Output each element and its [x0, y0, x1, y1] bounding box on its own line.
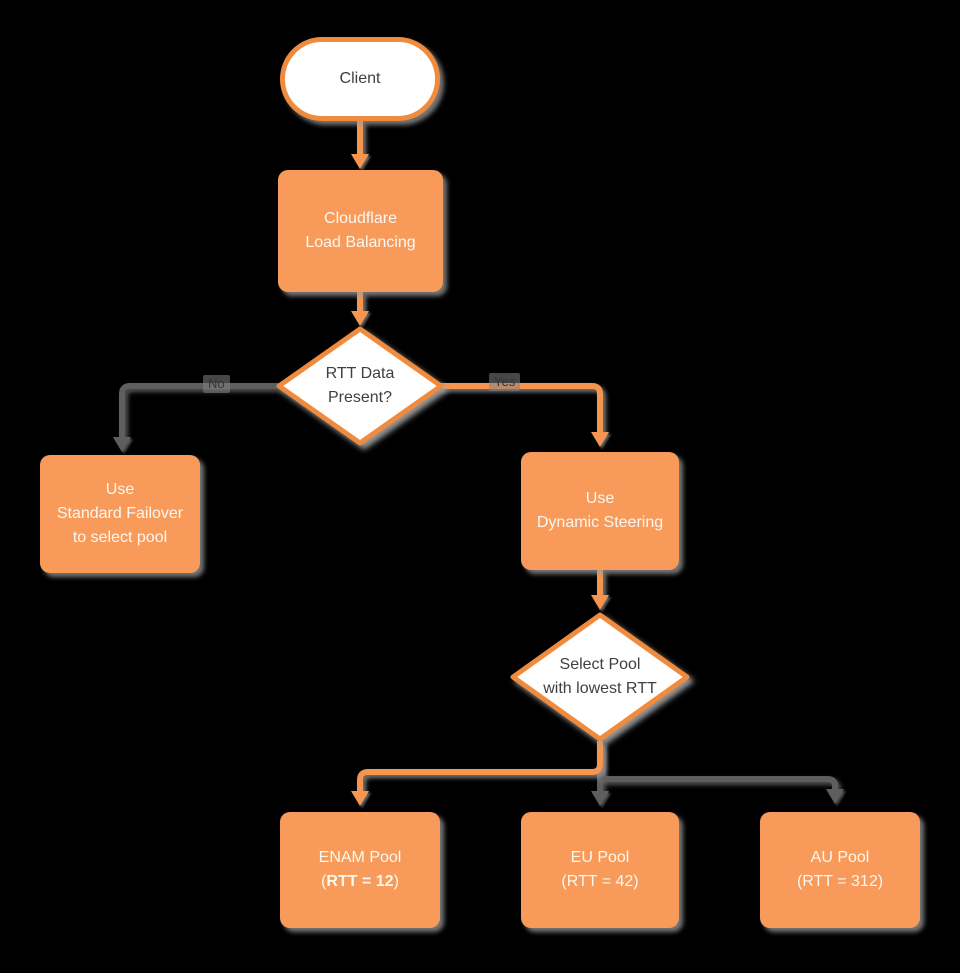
edge-rtt-yes-arrowhead-icon — [591, 432, 609, 447]
dynamic-steering-line2: Dynamic Steering — [536, 514, 664, 531]
enam-pool-rtt-value: RTT = 12 — [326, 873, 394, 890]
select-pool-diamond — [510, 612, 690, 742]
au-pool-node: AU Pool (RTT = 312) — [760, 812, 920, 928]
edge-select-pool-to-eu-pool-arrowhead-icon — [591, 791, 609, 806]
client-node: Client — [280, 37, 440, 121]
edge-client-to-loadbalancing-arrowhead-icon — [351, 154, 369, 169]
standard-failover-line1: Use — [105, 481, 135, 498]
edge-loadbalancing-to-rtt-decision-arrowhead-icon — [351, 311, 369, 326]
edge-rtt-yes-to-dynamic-steering — [436, 383, 603, 434]
standard-failover-line2: Standard Failover — [56, 505, 184, 522]
rtt-decision-diamond — [276, 326, 444, 446]
edge-label-yes: Yes — [489, 373, 521, 391]
eu-pool-line1: EU Pool — [570, 849, 630, 866]
enam-pool-line2: (RTT = 12) — [321, 873, 399, 890]
edge-label-no: No — [203, 375, 230, 393]
edge-select-pool-to-enam-pool — [357, 741, 603, 793]
au-pool-line2: (RTT = 312) — [796, 873, 884, 890]
standard-failover-line3: to select pool — [72, 529, 168, 546]
load-balancing-line1: Cloudflare — [324, 210, 397, 227]
edge-select-pool-to-enam-pool-arrowhead-icon — [351, 791, 369, 806]
dynamic-steering-node: Use Dynamic Steering — [521, 452, 679, 570]
enam-pool-line1: ENAM Pool — [318, 849, 402, 866]
load-balancing-node: Cloudflare Load Balancing — [278, 170, 443, 292]
client-label: Client — [339, 70, 381, 87]
edge-select-pool-to-au-pool-arrowhead-icon — [826, 789, 844, 804]
edge-rtt-no-arrowhead-icon — [113, 437, 131, 452]
eu-pool-line2: (RTT = 42) — [561, 873, 639, 890]
au-pool-line1: AU Pool — [810, 849, 870, 866]
dynamic-steering-line1: Use — [585, 490, 615, 507]
edge-rtt-no-to-standard-failover — [119, 383, 284, 439]
load-balancing-line2: Load Balancing — [305, 234, 416, 251]
standard-failover-node: Use Standard Failover to select pool — [40, 455, 200, 573]
eu-pool-node: EU Pool (RTT = 42) — [521, 812, 679, 928]
enam-pool-node: ENAM Pool (RTT = 12) — [280, 812, 440, 928]
edge-dynamic-steering-to-select-pool-arrowhead-icon — [591, 595, 609, 610]
edge-select-pool-to-au-pool — [597, 745, 838, 791]
